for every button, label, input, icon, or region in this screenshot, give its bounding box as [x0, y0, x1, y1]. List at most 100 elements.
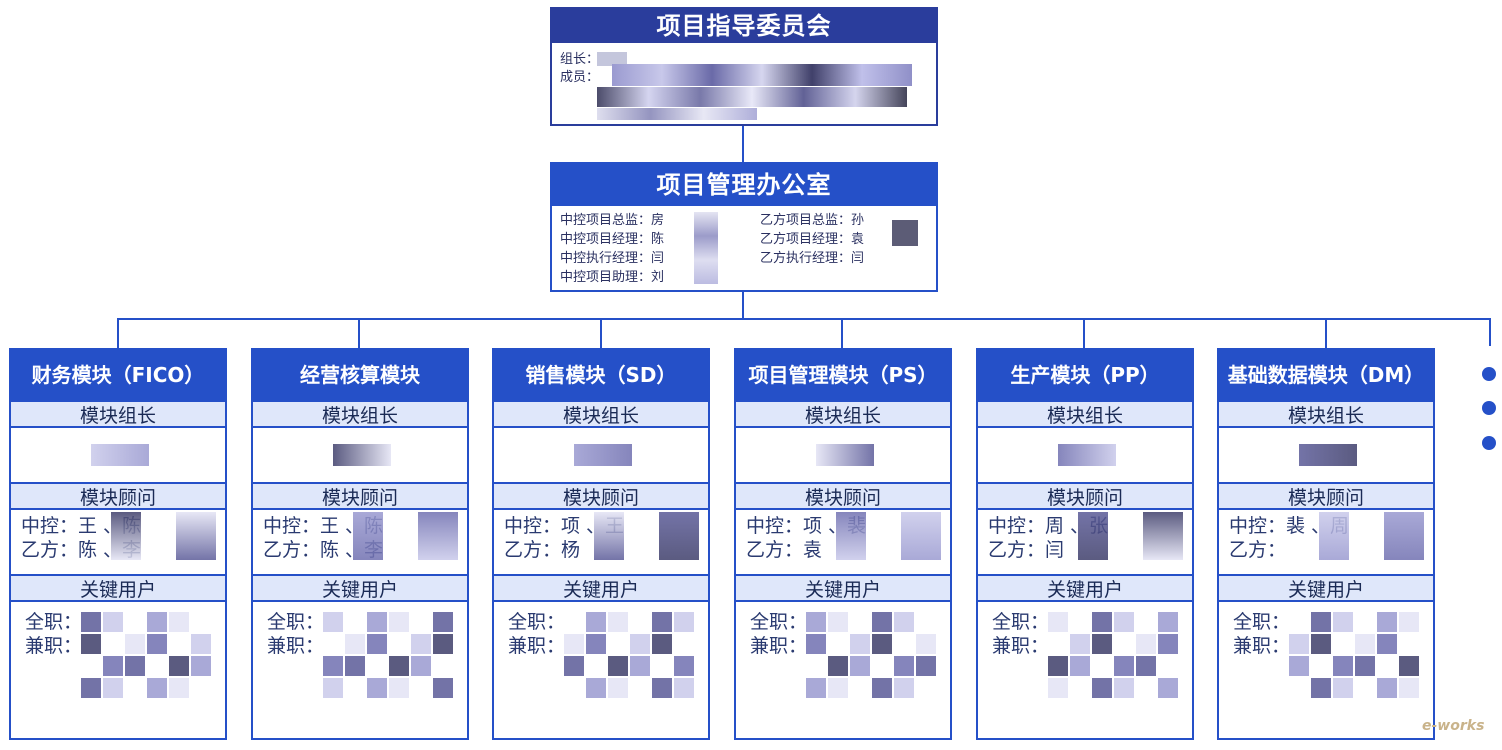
module-box: 基础数据模块（DM）模块组长模块顾问中控：裴 、周乙方：关键用户全职：兼职：	[1217, 348, 1435, 740]
redaction-block	[806, 678, 826, 698]
consultant-line: 乙方：杨	[504, 539, 581, 561]
redaction-block	[367, 634, 387, 654]
module-consultant-header: 模块顾问	[1219, 482, 1433, 510]
redaction-block	[323, 678, 343, 698]
module-box: 生产模块（PP）模块组长模块顾问中控：周 、张乙方：闫关键用户全职：兼职：	[976, 348, 1194, 740]
redaction-block	[1355, 634, 1375, 654]
redaction-block	[828, 612, 848, 632]
module-users-header: 关键用户	[736, 574, 950, 602]
connector-line	[600, 318, 602, 348]
redaction-block	[608, 612, 628, 632]
redaction-block	[389, 656, 409, 676]
module-consultant-header: 模块顾问	[253, 482, 467, 510]
redaction-block	[806, 612, 826, 632]
redaction-block	[872, 612, 892, 632]
redaction-block	[1377, 612, 1397, 632]
redaction-block	[828, 678, 848, 698]
redaction-block	[323, 612, 343, 632]
user-line: 全职：	[25, 611, 83, 633]
redaction-block	[353, 512, 383, 560]
connector-line	[1489, 318, 1491, 346]
redaction-block	[1158, 678, 1178, 698]
user-line: 全职：	[750, 611, 808, 633]
redaction-block	[1114, 612, 1134, 632]
redaction-block	[630, 634, 650, 654]
redaction-block	[850, 634, 870, 654]
redaction-block	[916, 656, 936, 676]
module-users-header: 关键用户	[978, 574, 1192, 602]
redaction-block	[91, 444, 149, 466]
redaction-block	[828, 656, 848, 676]
module-users-header: 关键用户	[1219, 574, 1433, 602]
redaction-block	[608, 678, 628, 698]
redaction-block	[103, 678, 123, 698]
pmo-right-1: 乙方项目经理：袁	[760, 232, 865, 247]
redaction-block	[659, 512, 699, 560]
redaction-block	[1143, 512, 1183, 560]
redaction-block	[1078, 512, 1108, 560]
redaction-block	[1070, 634, 1090, 654]
redaction-block	[1399, 612, 1419, 632]
module-box: 经营核算模块模块组长模块顾问中控：王 、陈乙方：陈 、李关键用户全职：兼职：	[251, 348, 469, 740]
module-title: 生产模块（PP）	[978, 350, 1192, 400]
module-box: 销售模块（SD）模块组长模块顾问中控：项 、王乙方：杨关键用户全职：兼职：	[492, 348, 710, 740]
redaction-block	[1048, 612, 1068, 632]
module-title: 基础数据模块（DM）	[1219, 350, 1433, 400]
redaction-block	[872, 634, 892, 654]
redaction-block	[1377, 634, 1397, 654]
pmo-box: 项目管理办公室 中控项目总监：房 中控项目经理：陈 中控执行经理：闫 中控项目助…	[550, 162, 938, 292]
redaction-block	[894, 612, 914, 632]
module-title: 销售模块（SD）	[494, 350, 708, 400]
redaction-block	[81, 612, 101, 632]
module-leader-header: 模块组长	[736, 400, 950, 428]
ellipsis-dot	[1482, 367, 1496, 381]
steering-leader-label: 组长：	[560, 52, 600, 67]
redaction-block	[147, 634, 167, 654]
connector-line	[1325, 318, 1327, 348]
user-line: 全职：	[1233, 611, 1291, 633]
redaction-block	[191, 656, 211, 676]
module-users-list: 全职：兼职：	[1219, 602, 1433, 660]
pmo-left-3: 中控项目助理：刘	[560, 270, 665, 285]
redaction-block	[806, 634, 826, 654]
redaction-block	[367, 612, 387, 632]
module-consultant-header: 模块顾问	[11, 482, 225, 510]
redaction-block	[1092, 678, 1112, 698]
module-consultant-header: 模块顾问	[494, 482, 708, 510]
redaction-block	[1092, 634, 1112, 654]
pmo-left-2: 中控执行经理：闫	[560, 251, 665, 266]
redaction-block	[411, 656, 431, 676]
redaction-block	[916, 634, 936, 654]
redaction-block	[81, 634, 101, 654]
connector-line	[1083, 318, 1085, 348]
module-leader-header: 模块组长	[978, 400, 1192, 428]
redaction-block	[872, 678, 892, 698]
redaction-block	[652, 678, 672, 698]
redaction-block	[418, 512, 458, 560]
redaction-block	[594, 512, 624, 560]
pmo-title: 项目管理办公室	[552, 164, 936, 206]
module-title: 经营核算模块	[253, 350, 467, 400]
redaction-block	[1289, 656, 1309, 676]
pmo-left-0: 中控项目总监：房	[560, 213, 665, 228]
consultant-line: 乙方：	[1229, 539, 1287, 561]
redaction-block	[1136, 634, 1156, 654]
redaction-block	[652, 612, 672, 632]
module-title: 项目管理模块（PS）	[736, 350, 950, 400]
user-line: 全职：	[508, 611, 566, 633]
connector-line	[358, 318, 360, 348]
user-line: 兼职：	[267, 635, 325, 657]
connector-bus	[117, 318, 1491, 320]
redaction-block	[1399, 656, 1419, 676]
module-users-header: 关键用户	[253, 574, 467, 602]
redaction-block	[816, 444, 874, 466]
redaction-block	[1289, 634, 1309, 654]
redaction-block	[1048, 678, 1068, 698]
redaction-block	[1092, 612, 1112, 632]
redaction-block	[850, 656, 870, 676]
redaction-block	[176, 512, 216, 560]
redaction-block	[1048, 656, 1068, 676]
steering-members-label: 成员：	[560, 70, 600, 85]
redaction-block	[1070, 656, 1090, 676]
module-users-list: 全职：兼职：	[494, 602, 708, 660]
